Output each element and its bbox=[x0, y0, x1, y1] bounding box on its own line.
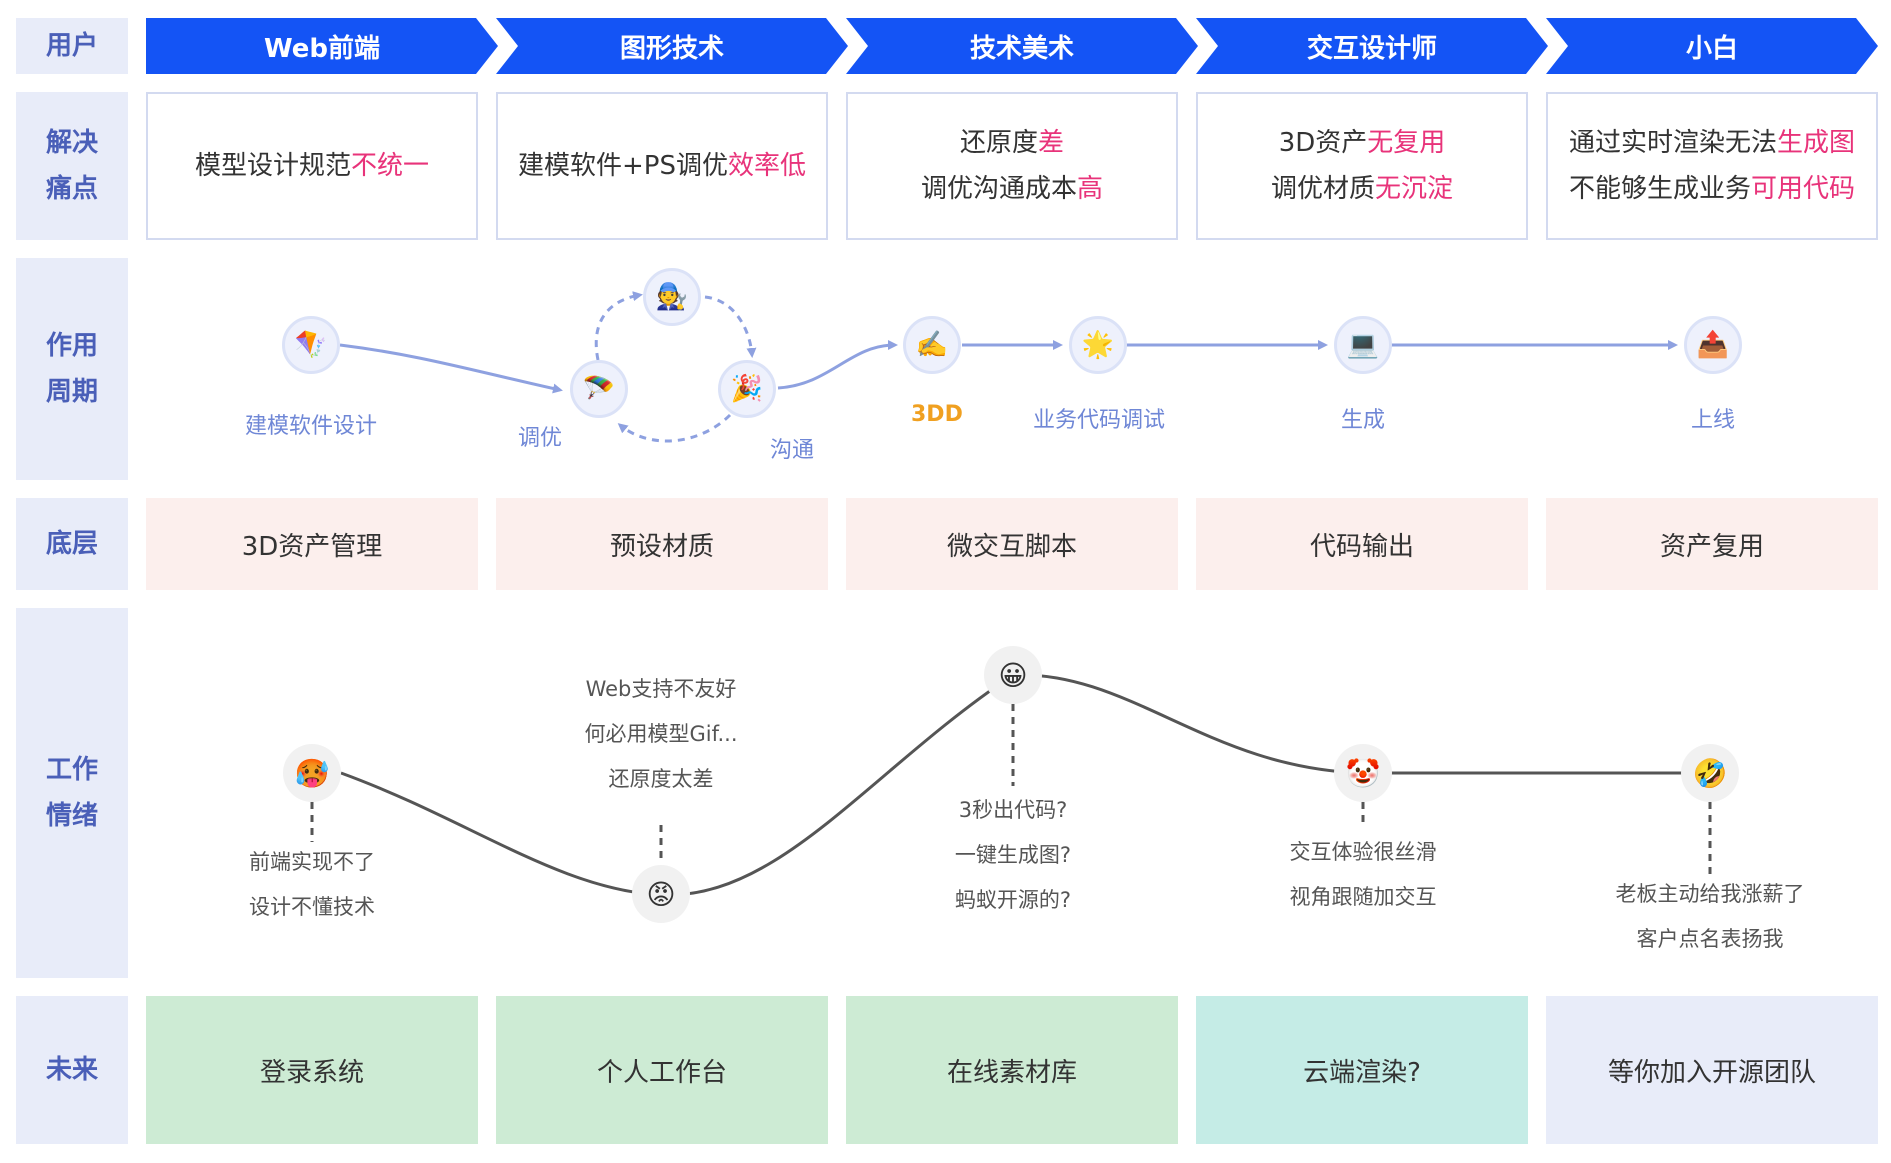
user-chevron-tech-art: 技术美术 bbox=[846, 18, 1198, 74]
sun-icon: 🌟 bbox=[1069, 316, 1127, 374]
hot-face-icon: 🥵 bbox=[283, 744, 341, 802]
cycle-arrow bbox=[777, 340, 898, 390]
angry-face-icon: 😡 bbox=[632, 865, 690, 923]
laughing-face-icon: 🤣 bbox=[1681, 744, 1739, 802]
future-card-cloud-render: 云端渲染? bbox=[1196, 996, 1528, 1144]
cycle-connectors bbox=[339, 291, 1678, 443]
cycle-arrow bbox=[704, 295, 757, 358]
emotion-text-tech-art: 3秒出代码?一键生成图?蚂蚁开源的? bbox=[954, 798, 1072, 912]
row-label-pain: 解决痛点 bbox=[16, 92, 128, 240]
user-label: Web前端 bbox=[264, 33, 380, 64]
future-card-join-team: 等你加入开源团队 bbox=[1546, 996, 1878, 1144]
emotion-text-frontend: 前端实现不了设计不懂技术 bbox=[249, 850, 375, 919]
future-card-login: 登录系统 bbox=[146, 996, 478, 1144]
user-chevron-web-frontend: Web前端 bbox=[146, 18, 498, 74]
party-popper-icon: 🎉 bbox=[718, 360, 776, 418]
future-card-workbench: 个人工作台 bbox=[496, 996, 828, 1144]
cycle-label-3dd: 3DD bbox=[911, 402, 963, 427]
user-label: 小白 bbox=[1685, 33, 1738, 64]
user-chevron-interaction-designer: 交互设计师 bbox=[1196, 18, 1548, 74]
user-label: 图形技术 bbox=[619, 33, 724, 64]
user-chevron-newbie: 小白 bbox=[1546, 18, 1878, 74]
pain-line: 通过实时渲染无法生成图 bbox=[1568, 128, 1856, 158]
user-label: 技术美术 bbox=[969, 33, 1074, 64]
laptop-icon: 💻 bbox=[1334, 316, 1392, 374]
base-card-micro-interaction: 微交互脚本 bbox=[846, 498, 1178, 590]
user-label: 交互设计师 bbox=[1306, 33, 1437, 64]
cycle-label-debug: 业务代码调试 bbox=[1033, 408, 1166, 433]
row-label-cycle: 作用周期 bbox=[16, 258, 128, 480]
pain-line: 调优沟通成本高 bbox=[920, 174, 1104, 204]
pain-line: 还原度差 bbox=[959, 128, 1065, 158]
pain-card-1: 模型设计规范不统一 bbox=[146, 92, 478, 240]
grinning-face-icon: 😀 bbox=[984, 646, 1042, 704]
cycle-arrow bbox=[339, 343, 563, 394]
pain-card-3: 还原度差 调优沟通成本高 bbox=[846, 92, 1178, 240]
future-card-material-library: 在线素材库 bbox=[846, 996, 1178, 1144]
parachute-icon: 🪂 bbox=[570, 360, 628, 418]
person-icon: 🧑‍🔧 bbox=[643, 268, 701, 326]
clown-face-icon: 🤡 bbox=[1334, 744, 1392, 802]
pain-line: 模型设计规范不统一 bbox=[194, 151, 430, 181]
kite-icon: 🪁 bbox=[282, 316, 340, 374]
pain-line: 建模软件+PS调优效率低 bbox=[518, 151, 806, 181]
cycle-label-tuning: 调优 bbox=[518, 426, 563, 451]
pain-line: 不能够生成业务可用代码 bbox=[1568, 174, 1856, 204]
emotion-text-designer: 交互体验很丝滑视角跟随加交互 bbox=[1289, 840, 1437, 909]
cycle-label-generate: 生成 bbox=[1341, 408, 1386, 433]
row-label-user: 用户 bbox=[16, 18, 128, 74]
pain-line: 调优材质无沉淀 bbox=[1270, 174, 1454, 204]
cycle-arrow bbox=[617, 413, 732, 443]
base-card-asset-management: 3D资产管理 bbox=[146, 498, 478, 590]
base-card-code-output: 代码输出 bbox=[1196, 498, 1528, 590]
cycle-label-modeling: 建模软件设计 bbox=[245, 414, 378, 439]
base-card-preset-material: 预设材质 bbox=[496, 498, 828, 590]
pain-line: 3D资产无复用 bbox=[1278, 128, 1446, 158]
cycle-label-communicate: 沟通 bbox=[770, 438, 815, 463]
cycle-label-launch: 上线 bbox=[1691, 408, 1736, 433]
user-chevron-graphics: 图形技术 bbox=[496, 18, 848, 74]
emotion-text-newbie: 老板主动给我涨薪了客户点名表扬我 bbox=[1615, 882, 1805, 951]
row-label-emotion: 工作情绪 bbox=[16, 608, 128, 978]
cycle-arrow bbox=[594, 291, 643, 361]
writing-hand-icon: ✍️ bbox=[903, 316, 961, 374]
row-label-base: 底层 bbox=[16, 498, 128, 590]
row-label-future: 未来 bbox=[16, 996, 128, 1144]
pain-card-4: 3D资产无复用 调优材质无沉淀 bbox=[1196, 92, 1528, 240]
upload-icon: 📤 bbox=[1684, 316, 1742, 374]
emotion-text-graphics: Web支持不友好何必用模型Gif...还原度太差 bbox=[584, 677, 738, 791]
pain-card-5: 通过实时渲染无法生成图 不能够生成业务可用代码 bbox=[1546, 92, 1878, 240]
pain-card-2: 建模软件+PS调优效率低 bbox=[496, 92, 828, 240]
base-card-asset-reuse: 资产复用 bbox=[1546, 498, 1878, 590]
